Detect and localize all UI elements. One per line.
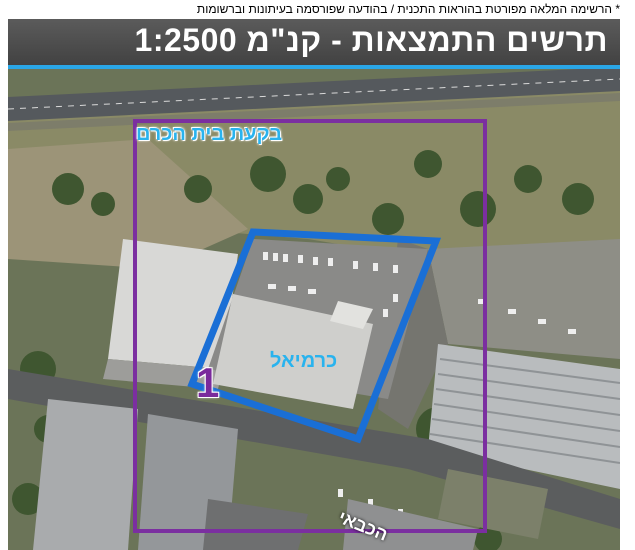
map-frame: תרשים התמצאות - קנ"מ 1:2500 xyxy=(8,19,620,550)
title-underline xyxy=(8,65,620,69)
title-bar: תרשים התמצאות - קנ"מ 1:2500 xyxy=(8,19,620,65)
aerial-map[interactable]: בקעת בית הכרם כרמיאל 1 הכבאי xyxy=(8,69,620,550)
site-outline xyxy=(187,228,442,444)
site-number-label: 1 xyxy=(196,359,220,406)
map-title: תרשים התמצאות - קנ"מ 1:2500 xyxy=(134,22,608,58)
site-name-label: כרמיאל xyxy=(270,350,338,372)
plan-note: * הרשימה המלאה מפורטת בהוראות התכנית / ב… xyxy=(196,2,620,16)
aerial-photo xyxy=(8,69,620,550)
area-label: בקעת בית הכרם xyxy=(136,123,283,145)
area-outline xyxy=(133,119,487,533)
